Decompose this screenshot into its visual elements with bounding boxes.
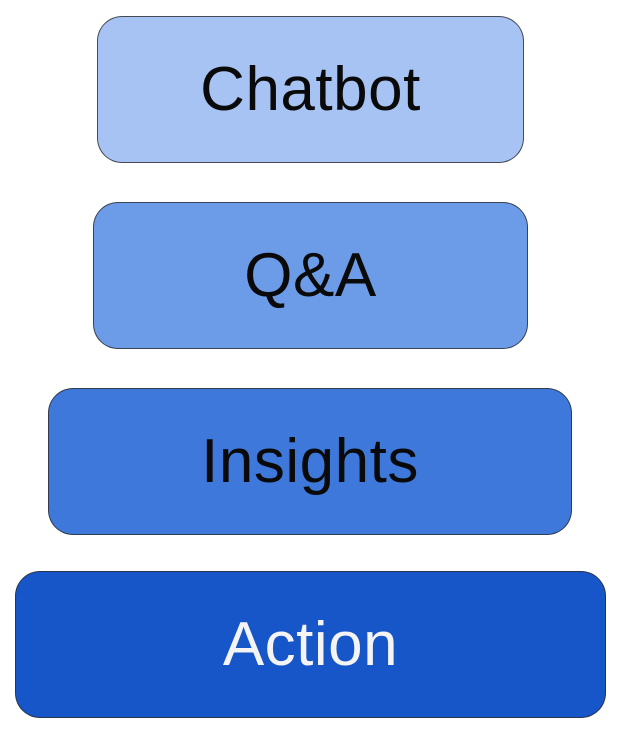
level-insights-label: Insights — [201, 426, 419, 496]
level-qa: Q&A — [93, 202, 528, 349]
level-chatbot-label: Chatbot — [200, 54, 421, 124]
level-chatbot: Chatbot — [97, 16, 524, 163]
level-insights: Insights — [48, 388, 572, 535]
level-qa-label: Q&A — [244, 240, 377, 310]
level-action: Action — [15, 571, 606, 718]
level-action-label: Action — [222, 609, 399, 679]
